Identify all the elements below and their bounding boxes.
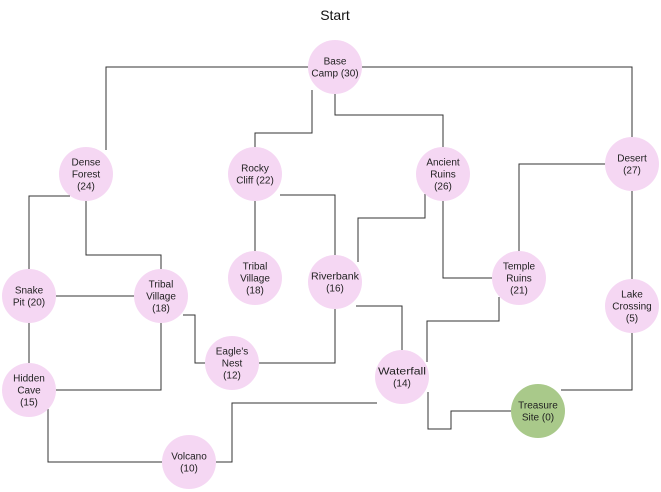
node-label-line: Cave <box>17 386 41 397</box>
node-label-line: Nest <box>222 359 243 370</box>
edge-temple-ruins-to-waterfall <box>426 297 500 362</box>
node-circle <box>511 384 565 438</box>
node-circle <box>308 40 362 94</box>
node-label-line: Desert <box>617 154 647 165</box>
node-label-line: Eagle's <box>216 347 249 358</box>
edge-desert-to-temple-ruins <box>518 163 605 251</box>
node-label-line: Riverbank <box>311 272 360 283</box>
node-label-line: (12) <box>223 371 241 382</box>
edge-ancient-ruins-to-riverbank <box>357 194 426 262</box>
node-label-line: (26) <box>434 182 452 193</box>
node-label-line: (18) <box>246 286 264 297</box>
edge-ancient-ruins-to-temple-ruins <box>442 201 492 279</box>
node-desert: Desert(27) <box>605 137 659 191</box>
edge-waterfall-to-volcano <box>216 402 377 463</box>
node-riverbank: Riverbank(16) <box>308 255 362 309</box>
edge-hidden-cave-to-volcano <box>47 409 162 463</box>
edge-lake-crossing-to-treasure-site <box>561 333 633 391</box>
node-label-line: Ancient <box>426 158 460 169</box>
edge-riverbank-to-waterfall <box>356 305 403 350</box>
node-label-line: Site (0) <box>522 413 554 424</box>
node-label-line: (21) <box>510 286 528 297</box>
node-volcano: Volcano(10) <box>162 435 216 489</box>
node-label-line: Dense <box>72 158 101 169</box>
edge-base-camp-to-desert <box>362 66 633 137</box>
node-label-line: Village <box>146 292 176 303</box>
node-label-line: Treasure <box>518 401 558 412</box>
edge-dense-forest-to-tribal-village-a <box>85 201 162 269</box>
node-label-line: Crossing <box>612 302 651 313</box>
node-label-line: Hidden <box>13 374 45 385</box>
edge-rocky-cliff-to-riverbank <box>280 194 336 255</box>
node-label-line: Lake <box>621 290 643 301</box>
edge-waterfall-to-treasure-site <box>427 392 511 430</box>
node-circle <box>162 435 216 489</box>
node-label-line: Temple <box>503 262 536 273</box>
edge-tribal-village-a-to-eagles-nest <box>183 314 205 364</box>
diagram-title: Start <box>320 7 350 23</box>
node-label-line: Pit (20) <box>13 298 45 309</box>
edge-base-camp-to-ancient-ruins <box>334 94 444 147</box>
node-circle <box>308 255 362 309</box>
node-label-line: Base <box>324 57 347 68</box>
node-label-line: (10) <box>180 464 198 475</box>
edge-layer <box>28 66 633 463</box>
node-circle <box>205 336 259 390</box>
node-label-line: (16) <box>326 284 344 295</box>
node-label-line: (18) <box>152 304 170 315</box>
node-circle <box>228 251 282 305</box>
node-circle <box>605 279 659 333</box>
node-label-line: (15) <box>20 398 38 409</box>
node-label-line: Ruins <box>430 170 456 181</box>
node-label-line: (5) <box>626 314 638 325</box>
edge-dense-forest-to-snake-pit <box>28 195 70 269</box>
node-label-line: Volcano <box>171 452 207 463</box>
node-label-line: Camp (30) <box>311 69 358 80</box>
node-circle <box>416 147 470 201</box>
node-circle <box>228 147 282 201</box>
node-circle <box>2 269 56 323</box>
node-label-line: Forest <box>72 170 101 181</box>
node-label-line: Rocky <box>241 164 269 175</box>
node-waterfall: Waterfall(14) <box>375 350 429 404</box>
node-label-line: Cliff (22) <box>236 176 274 187</box>
node-label-line: (24) <box>77 182 95 193</box>
node-circle <box>605 137 659 191</box>
node-circle <box>134 269 188 323</box>
node-label-line: Village <box>240 274 270 285</box>
node-label-line: Tribal <box>243 262 268 273</box>
node-label-line: Tribal <box>149 280 174 291</box>
node-circle <box>59 147 113 201</box>
node-circle <box>492 251 546 305</box>
node-circle <box>375 350 429 404</box>
node-circle <box>2 363 56 417</box>
node-label-line: (14) <box>393 379 411 390</box>
node-label-line: (27) <box>623 166 641 177</box>
edge-eagles-nest-to-riverbank <box>259 309 336 364</box>
edge-hidden-cave-to-tribal-village-a <box>56 323 162 391</box>
edge-base-camp-to-rocky-cliff <box>254 90 313 147</box>
node-label-line: Waterfall <box>378 367 426 378</box>
node-label-line: Snake <box>15 286 44 297</box>
edge-base-camp-to-dense-forest <box>105 66 310 150</box>
node-label-line: Ruins <box>506 274 532 285</box>
